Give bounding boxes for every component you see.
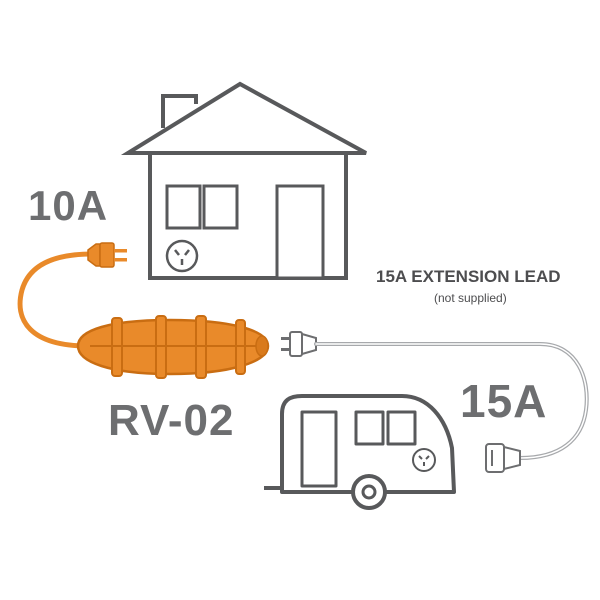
lead-title-label: 15A EXTENSION LEAD xyxy=(376,267,561,286)
lead-amps-label: 15A xyxy=(460,375,548,427)
lead-note-label: (not supplied) xyxy=(434,291,507,305)
caravan-outlet-icon xyxy=(412,448,436,472)
lead-socket-icon xyxy=(485,443,521,473)
weatherproof-box-icon xyxy=(76,315,270,379)
house-amps-label: 10A xyxy=(28,182,109,229)
lead-plug-icon xyxy=(281,331,317,357)
power-outlet-icon xyxy=(165,239,199,273)
plug-icon xyxy=(87,242,127,268)
orange-cable xyxy=(17,251,95,349)
caravan-icon xyxy=(264,394,456,510)
device-model-label: RV-02 xyxy=(108,396,235,445)
house-icon xyxy=(120,81,367,280)
